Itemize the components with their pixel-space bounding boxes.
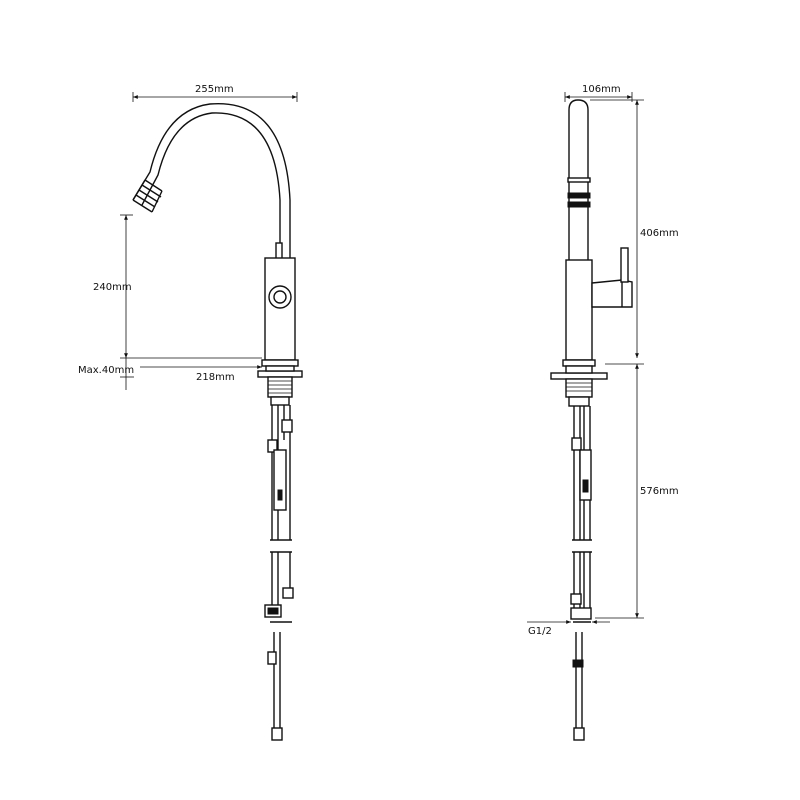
dim-front-height: 240mm [93,282,132,293]
front-view [132,103,303,741]
side-spray-ring [567,177,591,208]
dim-thread: G1/2 [528,626,552,637]
front-dimensions: 255mm 240mm Max.40mm 218mm [78,84,298,390]
side-dimensions: 106mm 406mm 576mm G1/2 [527,84,679,637]
side-view [550,99,633,741]
side-lever [591,279,633,308]
dim-side-height: 406mm [640,228,679,239]
dim-side-depth: 106mm [582,84,621,95]
front-body [264,257,296,361]
side-body [565,259,593,361]
front-hoses [264,405,294,741]
dim-front-reach: 218mm [196,372,235,383]
spray-head [132,179,163,213]
dim-front-width: 255mm [195,84,234,95]
side-mount-thread [565,378,593,407]
front-mount-thread [267,376,293,406]
dim-hose-length: 576mm [640,486,679,497]
dim-max-deck: Max.40mm [78,365,134,376]
side-hoses [570,406,592,741]
